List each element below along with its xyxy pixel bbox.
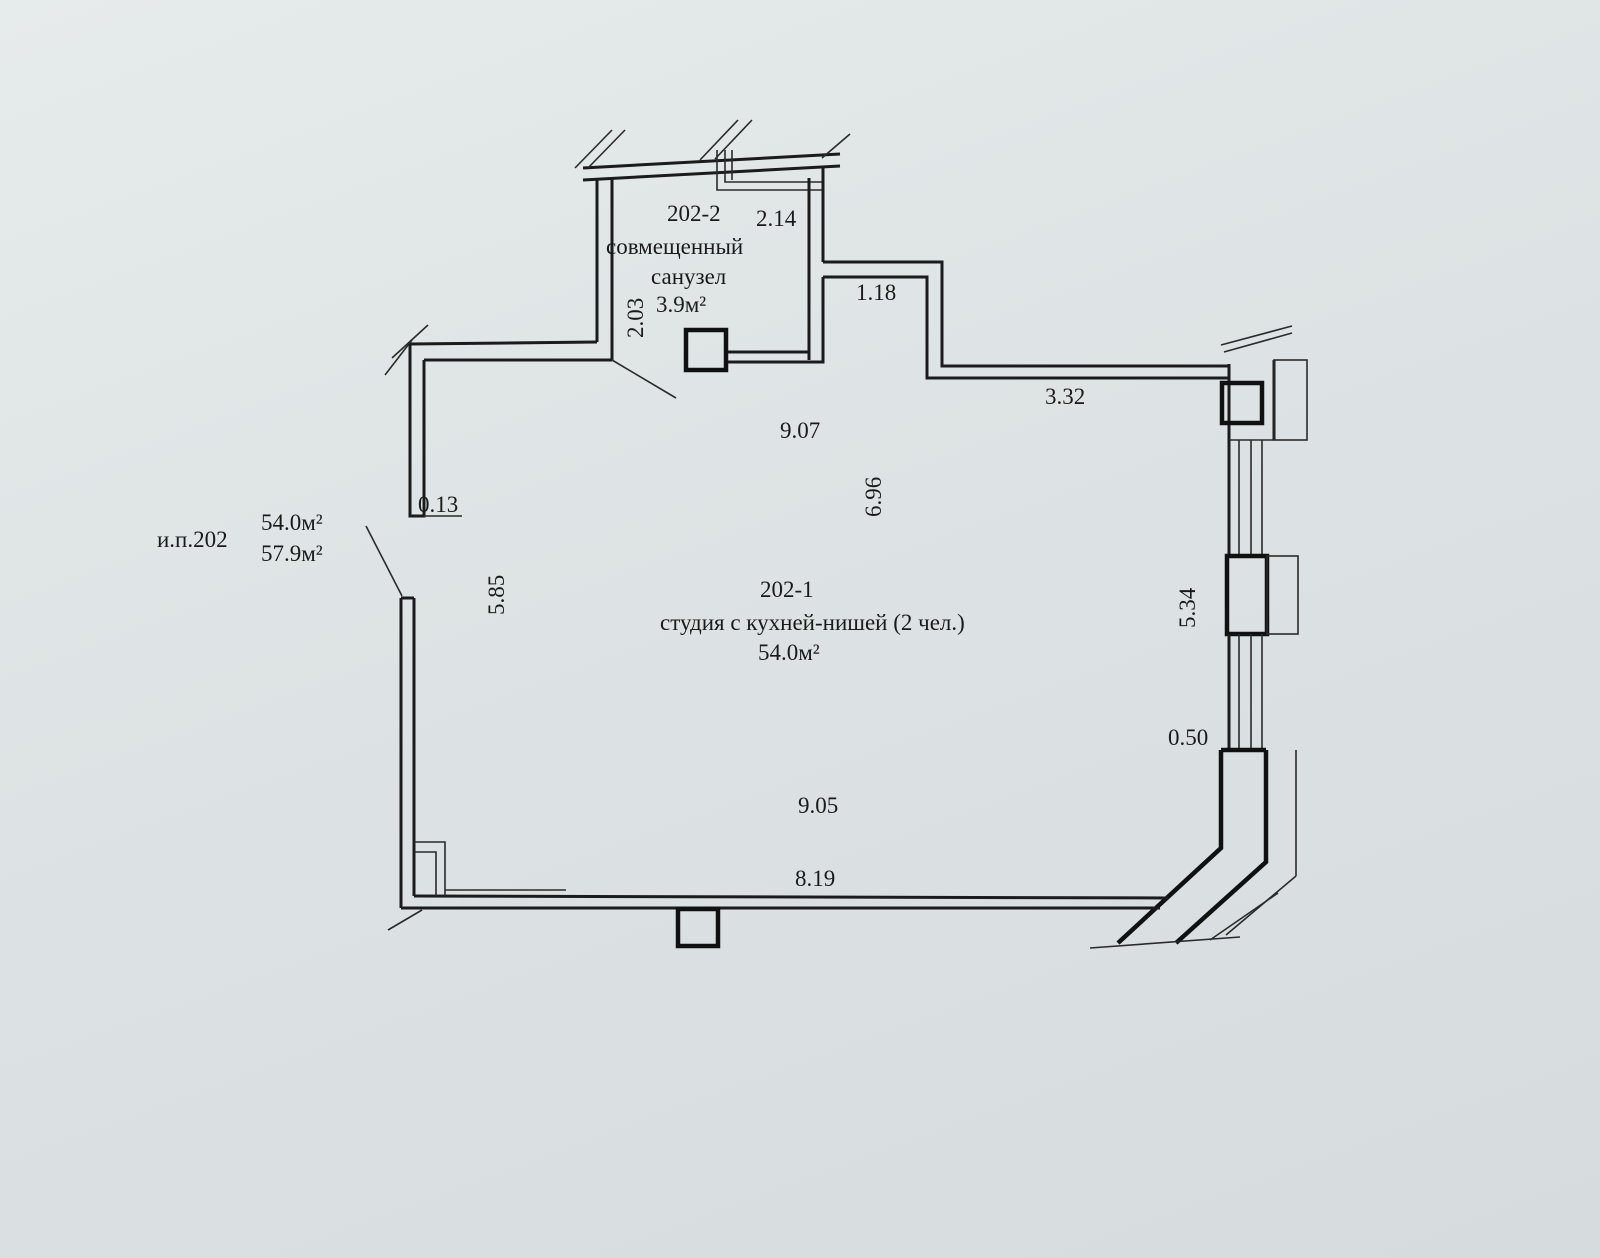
dim-studio-height-center: 6.96 (861, 477, 886, 517)
bottom-walls (387, 596, 1169, 931)
apartment-total-area: 57.9м² (261, 541, 323, 566)
bathroom-id: 202-2 (667, 201, 721, 226)
apartment-living-area: 54.0м² (261, 510, 323, 535)
apartment-code: и.п.202 (157, 527, 228, 552)
dim-top-right-wall: 3.32 (1045, 384, 1085, 409)
studio-name: студия с кухней-нишей (2 чел.) (660, 610, 965, 635)
ventilation-shaft (683, 327, 729, 373)
bathroom-name-line2: санузел (651, 264, 726, 289)
dim-studio-top: 9.07 (780, 418, 820, 443)
dim-right-pier: 0.50 (1168, 725, 1208, 750)
top-right-walls (823, 260, 1229, 380)
bottom-shaft (675, 906, 721, 949)
dim-right-height: 5.34 (1175, 587, 1200, 628)
studio-id: 202-1 (760, 577, 814, 602)
bathroom-area: 3.9м² (656, 292, 706, 317)
studio-area: 54.0м² (758, 640, 820, 665)
dim-studio-bottom-wall: 8.19 (795, 866, 835, 891)
dim-bath-width: 2.14 (756, 206, 797, 231)
dim-bath-height: 2.03 (623, 298, 648, 338)
bathroom-name-line1: совмещенный (606, 234, 743, 259)
dim-studio-bottom-inner: 9.05 (798, 793, 838, 818)
dim-left-height: 5.85 (484, 575, 509, 615)
right-facade (1089, 325, 1308, 949)
dim-left-wall-stub: 0.13 (418, 492, 458, 517)
dim-step-width: 1.18 (856, 280, 896, 305)
bathroom-walls (574, 119, 851, 399)
left-upper-walls (365, 324, 612, 597)
